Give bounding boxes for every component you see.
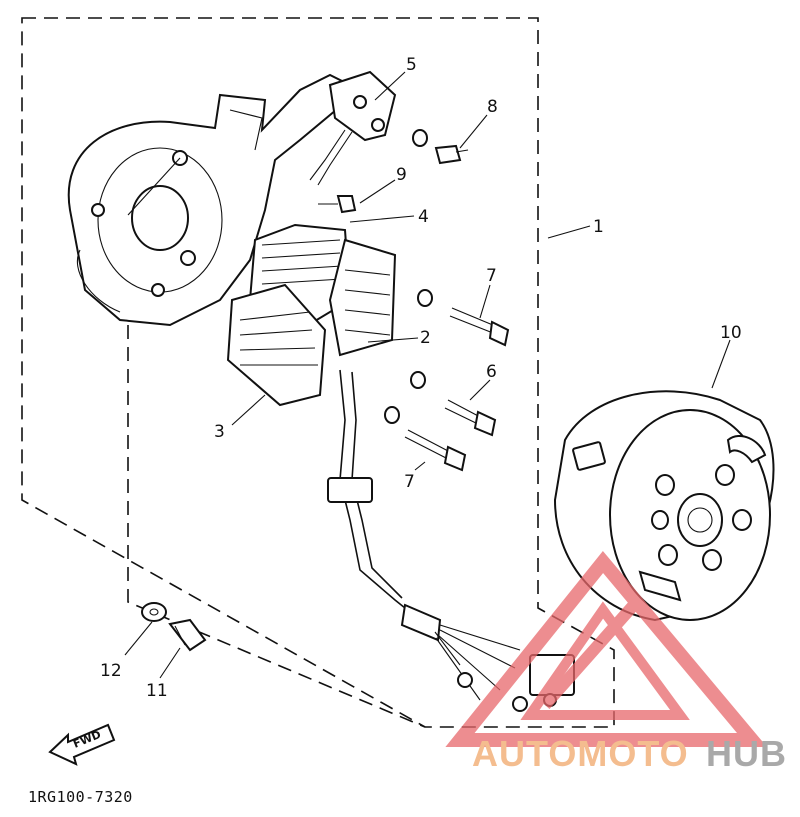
callout-5: 5: [406, 55, 417, 75]
wire-harness: [327, 369, 575, 712]
screw-11: [168, 618, 207, 652]
screw-8: [412, 129, 469, 165]
lighting-coil-right: [328, 238, 397, 357]
callout-labels: 1 2 3 4 5 6 7 7 8 9 10 11 12: [100, 55, 742, 701]
watermark-text-hub: HUB: [706, 733, 787, 774]
callout-9: 9: [396, 165, 407, 185]
washer-12: [141, 602, 167, 622]
callout-10: 10: [720, 323, 742, 343]
screw-7-lower: [384, 406, 467, 472]
watermark-text-automoto: AUTOMOTO: [472, 733, 689, 774]
callout-4: 4: [418, 207, 429, 227]
fastener-boundary: [127, 215, 426, 728]
screw-6: [410, 371, 497, 437]
callout-8: 8: [487, 97, 498, 117]
leader-lines: [124, 71, 731, 679]
screw-7-upper: [417, 289, 510, 347]
lighting-coil-left: [226, 283, 327, 407]
callout-7-upper: 7: [486, 266, 497, 286]
watermark-logo-icon: [445, 550, 767, 747]
screw-9: [318, 195, 357, 214]
stator-base-plate: [67, 73, 362, 327]
callout-1: 1: [593, 217, 604, 237]
pickup-coil: [309, 70, 397, 186]
callout-2: 2: [420, 328, 431, 348]
callout-7-lower: 7: [404, 472, 415, 492]
callout-11: 11: [146, 681, 168, 701]
callout-3: 3: [214, 422, 225, 442]
forward-direction-arrow: FWD: [48, 723, 116, 766]
callout-6: 6: [486, 362, 497, 382]
callout-12: 12: [100, 661, 122, 681]
diagram-code: 1RG100-7320: [28, 788, 133, 806]
